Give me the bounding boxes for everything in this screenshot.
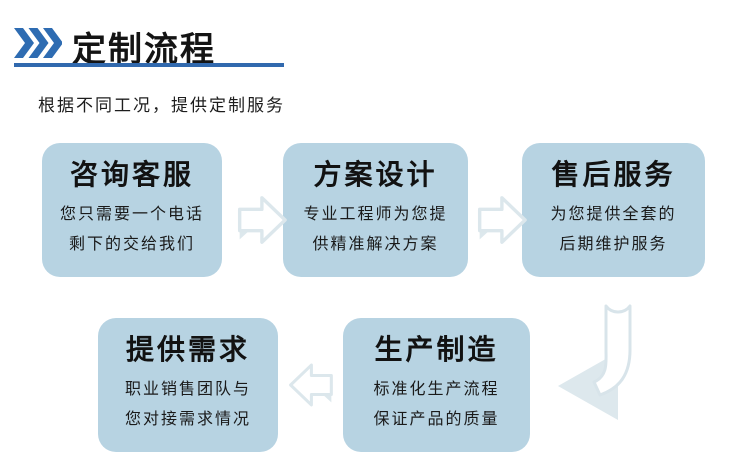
flow-step-requirements: 提供需求 职业销售团队与 您对接需求情况 bbox=[98, 318, 278, 452]
arrow-left-icon bbox=[289, 363, 333, 407]
step-desc-line2: 供精准解决方案 bbox=[312, 234, 439, 253]
step-title: 方案设计 bbox=[313, 159, 438, 190]
flow-step-aftersales: 售后服务 为您提供全套的 后期维护服务 bbox=[522, 143, 705, 277]
step-title: 提供需求 bbox=[125, 334, 250, 365]
step-desc-line1: 您只需要一个电话 bbox=[59, 204, 204, 223]
step-title: 咨询客服 bbox=[69, 159, 194, 190]
step-desc-line1: 专业工程师为您提 bbox=[303, 204, 448, 223]
flow-step-consult: 咨询客服 您只需要一个电话 剩下的交给我们 bbox=[42, 143, 222, 277]
section-title: 定制流程 bbox=[72, 31, 216, 69]
arrow-right-icon bbox=[477, 196, 527, 244]
title-underline bbox=[14, 63, 284, 67]
section-subtitle: 根据不同工况，提供定制服务 bbox=[38, 96, 285, 115]
step-desc-line2: 后期维护服务 bbox=[559, 234, 668, 253]
step-desc-line2: 保证产品的质量 bbox=[373, 409, 500, 428]
triple-chevron-right-icon bbox=[14, 28, 62, 58]
step-title: 售后服务 bbox=[551, 159, 676, 190]
flow-step-production: 生产制造 标准化生产流程 保证产品的质量 bbox=[343, 318, 530, 452]
arrow-right-icon bbox=[237, 196, 287, 244]
bent-arrow-down-left-icon bbox=[558, 304, 632, 420]
step-desc-line1: 为您提供全套的 bbox=[550, 204, 677, 223]
flow-step-design: 方案设计 专业工程师为您提 供精准解决方案 bbox=[283, 143, 468, 277]
step-desc-line2: 您对接需求情况 bbox=[124, 409, 251, 428]
step-desc-line1: 标准化生产流程 bbox=[373, 379, 500, 398]
step-desc-line1: 职业销售团队与 bbox=[124, 379, 251, 398]
step-desc-line2: 剩下的交给我们 bbox=[68, 234, 195, 253]
step-title: 生产制造 bbox=[374, 334, 499, 365]
